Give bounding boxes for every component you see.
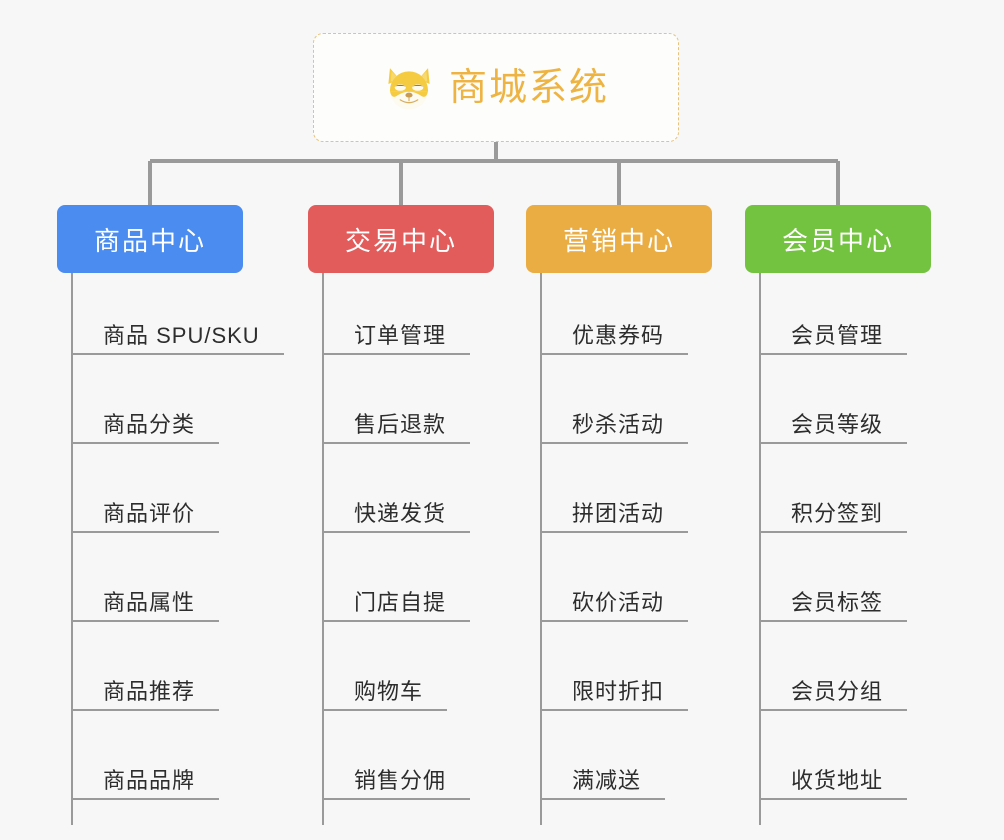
shiba-dog-face-icon [388,67,430,109]
category-node-3[interactable]: 会员中心 [745,205,931,273]
leaf-item[interactable]: 商品 SPU/SKU [71,273,284,355]
leaf-item[interactable]: 商品推荐 [71,629,219,711]
leaf-label: 门店自提 [354,589,447,615]
leaf-label: 订单管理 [354,322,447,348]
root-title: 商城系统 [448,66,609,109]
leaf-item[interactable]: 会员标签 [759,540,907,622]
column-spine-2 [540,273,542,825]
leaf-label: 秒杀活动 [572,411,665,437]
leaf-label: 快递发货 [354,500,447,526]
leaf-label: 商品品牌 [103,767,196,793]
leaf-item[interactable]: 商品品牌 [71,718,219,800]
leaf-item[interactable]: 会员分组 [759,629,907,711]
leaf-item[interactable]: 订单管理 [322,273,470,355]
category-label-1: 交易中心 [344,225,457,256]
leaf-label: 优惠券码 [572,322,665,348]
leaf-item[interactable]: 购物车 [322,629,447,711]
leaf-label: 满减送 [572,767,642,793]
category-node-2[interactable]: 营销中心 [526,205,712,273]
leaf-label: 积分签到 [791,500,884,526]
leaf-label: 商品推荐 [103,678,196,704]
category-node-0[interactable]: 商品中心 [57,205,243,273]
leaf-label: 会员分组 [791,678,884,704]
leaf-label: 限时折扣 [572,678,665,704]
category-label-3: 会员中心 [781,225,894,256]
leaf-label: 商品属性 [103,589,196,615]
column-spine-1 [322,273,324,825]
leaf-label: 会员标签 [791,589,884,615]
leaf-label: 收货地址 [791,767,884,793]
leaf-item[interactable]: 门店自提 [322,540,470,622]
leaf-item[interactable]: 积分签到 [759,451,907,533]
column-spine-3 [759,273,761,825]
leaf-label: 商品分类 [103,411,196,437]
leaf-label: 商品评价 [103,500,196,526]
column-spine-0 [71,273,73,825]
leaf-label: 售后退款 [354,411,447,437]
leaf-item[interactable]: 限时折扣 [540,629,688,711]
leaf-item[interactable]: 会员管理 [759,273,907,355]
leaf-item[interactable]: 会员等级 [759,362,907,444]
leaf-item[interactable]: 快递发货 [322,451,470,533]
category-label-2: 营销中心 [562,225,675,256]
leaf-item[interactable]: 收货地址 [759,718,907,800]
leaf-item[interactable]: 商品分类 [71,362,219,444]
leaf-item[interactable]: 销售分佣 [322,718,470,800]
leaf-item[interactable]: 砍价活动 [540,540,688,622]
leaf-label: 拼团活动 [572,500,665,526]
leaf-label: 购物车 [354,678,424,704]
leaf-item[interactable]: 商品评价 [71,451,219,533]
root-node[interactable]: 商城系统 [313,33,679,142]
leaf-item[interactable]: 满减送 [540,718,665,800]
category-label-0: 商品中心 [93,225,206,256]
leaf-item[interactable]: 售后退款 [322,362,470,444]
leaf-label: 砍价活动 [572,589,665,615]
leaf-item[interactable]: 拼团活动 [540,451,688,533]
leaf-label: 会员等级 [791,411,884,437]
category-node-1[interactable]: 交易中心 [308,205,494,273]
leaf-label: 会员管理 [791,322,884,348]
leaf-item[interactable]: 优惠券码 [540,273,688,355]
leaf-label: 商品 SPU/SKU [103,322,260,348]
leaf-label: 销售分佣 [354,767,447,793]
leaf-item[interactable]: 商品属性 [71,540,219,622]
leaf-item[interactable]: 秒杀活动 [540,362,688,444]
